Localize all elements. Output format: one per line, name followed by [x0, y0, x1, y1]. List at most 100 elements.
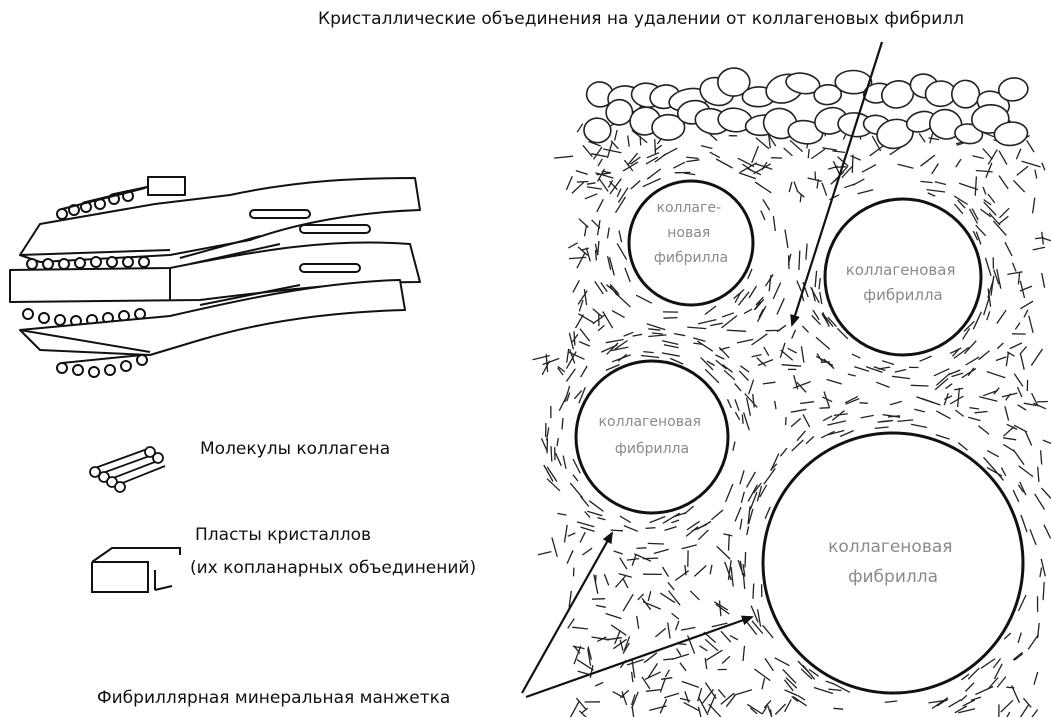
crystal-needle	[699, 707, 703, 717]
crystal-needle	[729, 534, 730, 550]
crystal-needle	[1029, 316, 1033, 333]
crystal-needle	[828, 689, 841, 690]
crystal-needle	[860, 403, 868, 404]
crystal-needle	[745, 552, 746, 567]
crystal-needle	[962, 369, 976, 378]
crystal-needle	[927, 190, 946, 192]
crystal-needle	[742, 415, 743, 424]
crystal-needle	[1018, 633, 1021, 643]
small-crystal-block	[148, 177, 185, 195]
crystal-needle	[802, 326, 808, 332]
crystal-needle	[643, 352, 653, 353]
crystal-needle	[606, 638, 622, 640]
crystal-needle	[815, 271, 817, 287]
crystal-needle	[1042, 232, 1044, 245]
crystal-needle	[944, 396, 952, 400]
crystal-needle	[753, 394, 755, 407]
crystal-needle	[744, 309, 752, 314]
crystal-needle	[775, 401, 776, 409]
crystal-needle	[579, 219, 589, 228]
crystal-needle	[743, 646, 745, 661]
legend-plates-label-line1: Пласты кристаллов	[195, 524, 371, 547]
crystal-needle	[727, 330, 746, 331]
crystal-needle	[811, 149, 825, 159]
crystal-needle	[735, 412, 739, 420]
crystal-needle	[680, 698, 690, 700]
crystal-needle	[752, 146, 759, 163]
crystal-needle	[747, 472, 756, 488]
crystal-needle	[648, 543, 664, 544]
crystal-needle	[740, 519, 742, 530]
crystal-needle	[895, 370, 906, 373]
crystal-needle	[794, 182, 798, 192]
legend-plate-icon	[92, 548, 180, 592]
crystal-needle	[755, 182, 771, 193]
crystal-needle	[898, 164, 914, 168]
crystal-needle	[844, 184, 855, 188]
crystal-needle	[686, 160, 699, 162]
crystal-needle	[577, 124, 583, 133]
crystal-needle	[570, 483, 583, 498]
crystal-needle	[928, 193, 936, 196]
crystal-needle	[568, 533, 576, 536]
bottom-arrow-1	[522, 533, 612, 693]
crystal-needle	[684, 173, 695, 175]
crystal-needle	[649, 706, 666, 711]
crystal-needle	[739, 173, 756, 179]
crystal-needle	[832, 151, 845, 153]
crystal-needle	[731, 567, 733, 587]
crystal-needle	[979, 351, 990, 360]
crystal-needle	[643, 602, 661, 609]
crystal-needle	[624, 526, 638, 532]
crystal-needle	[1043, 582, 1044, 600]
crystal-needle	[705, 306, 716, 315]
crystal-needle	[614, 551, 623, 554]
crystal-needle	[964, 341, 976, 354]
crystal-needle	[773, 216, 775, 231]
crystal-needle	[664, 345, 679, 348]
crystal-needle	[682, 545, 697, 549]
crystal-needle	[784, 148, 793, 156]
crystal-needle	[581, 496, 589, 506]
crystal-needle	[566, 369, 575, 382]
crystal-needle	[562, 418, 563, 429]
crystal-needle	[710, 152, 720, 158]
crystal-needle	[929, 138, 940, 140]
crystal-needle	[582, 548, 592, 555]
crystal-needle	[815, 172, 816, 181]
crystal-needle	[958, 388, 960, 407]
crystal-needle	[1043, 238, 1051, 241]
crystal-needle	[758, 609, 761, 626]
crystal-needle	[567, 550, 573, 563]
crystal-aggregates	[583, 68, 1029, 152]
crystal-needle	[693, 338, 705, 342]
crystal-needle	[987, 451, 999, 457]
crystal-needle	[556, 453, 562, 466]
crystal-needle	[1004, 633, 1011, 639]
crystal-needle	[914, 409, 925, 412]
crystal-needle	[870, 145, 885, 156]
crystal-needle	[646, 528, 656, 529]
crystal-needle	[1031, 349, 1042, 366]
crystal-needle	[984, 297, 990, 315]
crystal-needle	[1005, 712, 1010, 717]
crystal-needle	[812, 316, 821, 325]
crystal-needle	[557, 438, 558, 446]
crystal-needle	[1013, 263, 1017, 272]
crystal-needle	[955, 410, 963, 416]
crystal-needle	[999, 151, 1007, 165]
crystal-needle	[627, 559, 639, 561]
crystal-needle	[775, 704, 785, 715]
crystal-needle	[665, 670, 669, 677]
crystal-needle	[777, 325, 786, 331]
crystal-needle	[573, 280, 580, 292]
crystal-needle	[664, 693, 679, 698]
crystal-needle	[1007, 272, 1022, 275]
crystal-needle	[1013, 180, 1024, 192]
crystal-needle	[744, 412, 750, 430]
crystal-needle	[675, 571, 689, 581]
crystal-needle	[728, 399, 732, 408]
crystal-needle	[791, 418, 801, 426]
crystal-needle	[785, 680, 794, 691]
crystal-needle	[633, 334, 643, 336]
